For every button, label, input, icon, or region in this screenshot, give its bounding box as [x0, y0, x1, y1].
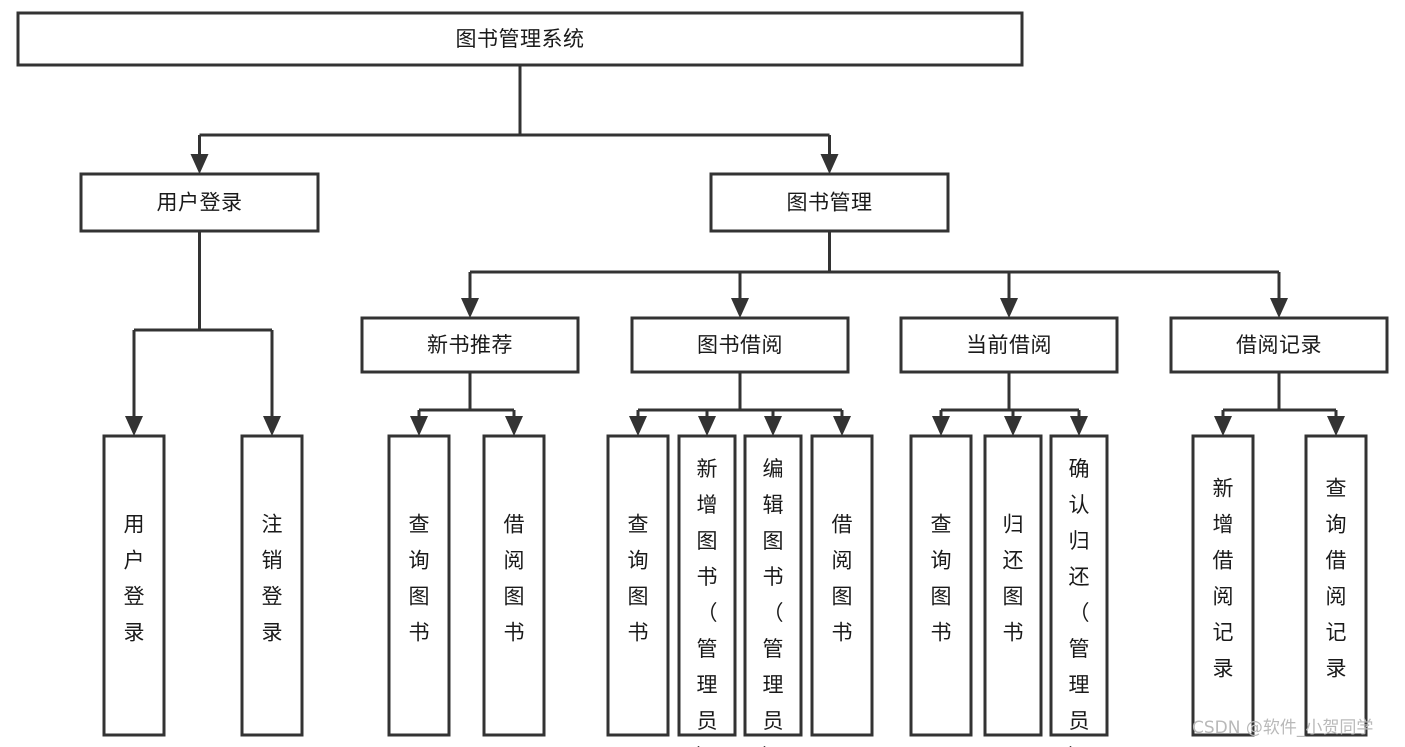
node-label: 查询借阅记录: [1326, 477, 1347, 681]
arrow-head-icon: [190, 154, 209, 174]
node-leaf-query-record[interactable]: 查询借阅记录: [1304, 434, 1368, 737]
arrow-head-icon: [263, 416, 281, 436]
node-label: 用户登录: [157, 191, 243, 215]
node-label: 新增图书（管理员）: [697, 457, 718, 747]
connector-group-user-login: [125, 231, 281, 436]
node-label: 新增借阅记录: [1213, 477, 1234, 681]
node-leaf-add-record[interactable]: 新增借阅记录: [1191, 434, 1255, 737]
node-box[interactable]: [899, 316, 1119, 374]
node-book-manage[interactable]: 图书管理: [709, 172, 950, 233]
node-leaf-return-book[interactable]: 归还图书: [983, 434, 1043, 737]
arrow-head-icon: [698, 416, 716, 436]
arrow-head-icon: [820, 154, 839, 174]
node-label: 图书管理系统: [456, 27, 585, 51]
node-user-login[interactable]: 用户登录: [79, 172, 320, 233]
node-borrow-record[interactable]: 借阅记录: [1169, 316, 1389, 374]
node-box[interactable]: [1049, 434, 1109, 737]
node-label: 当前借阅: [966, 333, 1052, 357]
node-label: 编辑图书（管理员）: [763, 457, 784, 747]
arrow-head-icon: [833, 416, 851, 436]
arrow-head-icon: [1214, 416, 1232, 436]
connector-group-borrow-record: [1214, 372, 1345, 436]
arrow-head-icon: [932, 416, 950, 436]
connector-group-book-manage: [461, 231, 1288, 318]
node-label: 注销登录: [262, 513, 283, 645]
node-box[interactable]: [1169, 316, 1389, 374]
node-box[interactable]: [1191, 434, 1255, 737]
node-label: 新书推荐: [427, 333, 513, 357]
node-leaf-edit-book[interactable]: 编辑图书（管理员）: [743, 434, 803, 747]
arrow-head-icon: [461, 298, 479, 318]
node-box[interactable]: [909, 434, 973, 737]
arrow-head-icon: [764, 416, 782, 436]
node-label: 归还图书: [1003, 513, 1024, 645]
node-box[interactable]: [79, 172, 320, 233]
arrow-head-icon: [1004, 416, 1022, 436]
arrow-head-icon: [1270, 298, 1288, 318]
node-box[interactable]: [240, 434, 304, 737]
node-leaf-query-book-1[interactable]: 查询图书: [387, 434, 451, 737]
node-leaf-borrow-book-2[interactable]: 借阅图书: [810, 434, 874, 737]
arrow-head-icon: [410, 416, 428, 436]
node-leaf-borrow-book-1[interactable]: 借阅图书: [482, 434, 546, 737]
arrow-head-icon: [731, 298, 749, 318]
connector-group-root: [190, 65, 839, 174]
node-label: 图书管理: [787, 191, 873, 215]
arrow-head-icon: [629, 416, 647, 436]
connector-group-current-borrow: [932, 372, 1088, 436]
node-layer: 图书管理系统用户登录图书管理新书推荐图书借阅当前借阅借阅记录用户登录注销登录查询…: [16, 11, 1389, 747]
node-label: 图书借阅: [697, 333, 783, 357]
node-label: 查询图书: [628, 513, 649, 645]
node-box[interactable]: [102, 434, 166, 737]
node-label: 用户登录: [124, 513, 145, 645]
node-box[interactable]: [983, 434, 1043, 737]
node-leaf-user-login[interactable]: 用户登录: [102, 434, 166, 737]
node-box[interactable]: [16, 11, 1024, 67]
arrow-head-icon: [1327, 416, 1345, 436]
node-box[interactable]: [810, 434, 874, 737]
node-box[interactable]: [743, 434, 803, 737]
arrow-head-icon: [1000, 298, 1018, 318]
node-box[interactable]: [482, 434, 546, 737]
node-leaf-logout[interactable]: 注销登录: [240, 434, 304, 737]
node-new-book-recommend[interactable]: 新书推荐: [360, 316, 580, 374]
node-current-borrow[interactable]: 当前借阅: [899, 316, 1119, 374]
node-box[interactable]: [360, 316, 580, 374]
node-leaf-query-book-2[interactable]: 查询图书: [606, 434, 670, 737]
node-box[interactable]: [677, 434, 737, 737]
node-label: 借阅图书: [832, 513, 853, 645]
arrow-head-icon: [125, 416, 143, 436]
arrow-head-icon: [505, 416, 523, 436]
node-root[interactable]: 图书管理系统: [16, 11, 1024, 67]
node-box[interactable]: [630, 316, 850, 374]
node-leaf-query-book-3[interactable]: 查询图书: [909, 434, 973, 737]
node-label: 借阅图书: [504, 513, 525, 645]
node-label: 查询图书: [409, 513, 430, 645]
csdn-watermark: CSDN @软件_小贺同学: [1192, 718, 1373, 738]
arrow-head-icon: [1070, 416, 1088, 436]
node-label: 借阅记录: [1236, 333, 1322, 357]
node-box[interactable]: [1304, 434, 1368, 737]
node-leaf-confirm-return[interactable]: 确认归还（管理员）: [1049, 434, 1109, 747]
node-box[interactable]: [606, 434, 670, 737]
connector-group-new-book-recommend: [410, 372, 523, 436]
node-box[interactable]: [709, 172, 950, 233]
node-leaf-add-book[interactable]: 新增图书（管理员）: [677, 434, 737, 747]
node-label: 查询图书: [931, 513, 952, 645]
node-book-borrow[interactable]: 图书借阅: [630, 316, 850, 374]
node-label: 确认归还（管理员）: [1069, 457, 1090, 747]
node-box[interactable]: [387, 434, 451, 737]
connector-group-book-borrow: [629, 372, 851, 436]
connector-layer: [125, 65, 1345, 436]
